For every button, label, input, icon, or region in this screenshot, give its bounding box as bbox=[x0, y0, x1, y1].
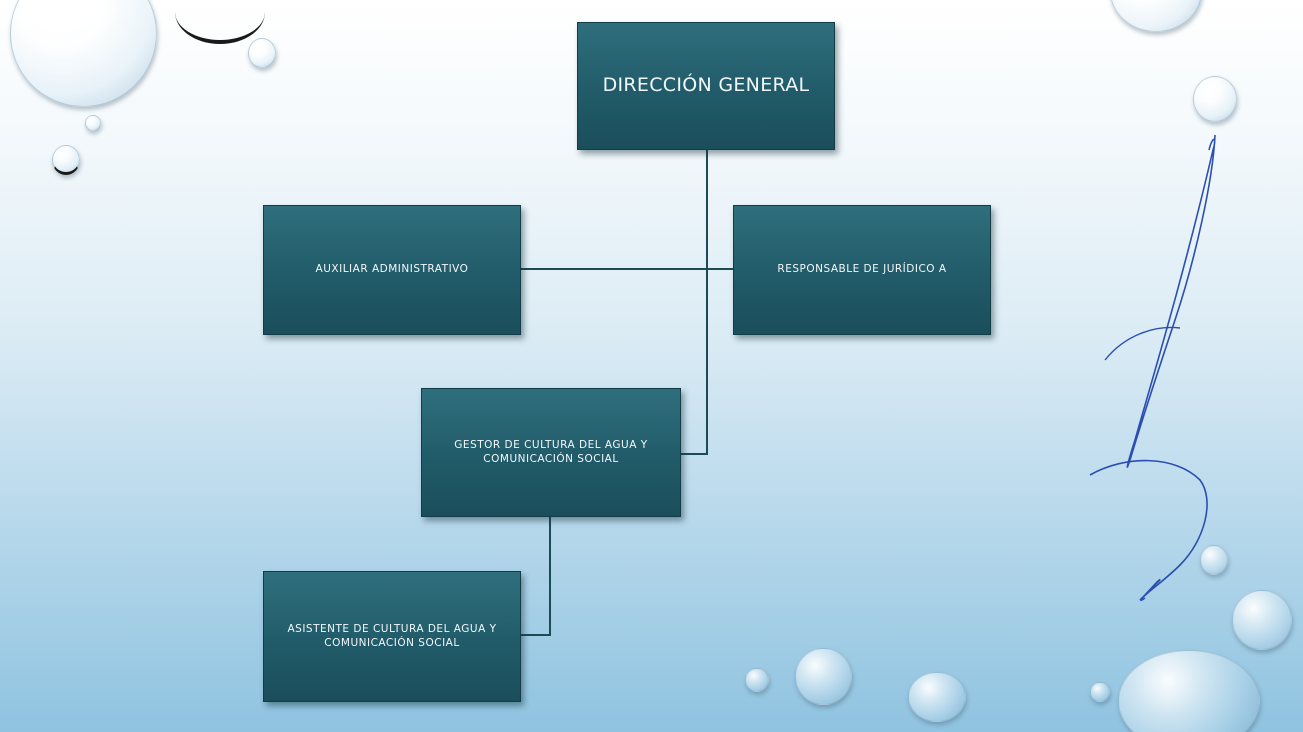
handwritten-signature-icon bbox=[1089, 134, 1216, 602]
water-drop-icon bbox=[1200, 545, 1228, 575]
water-drop-icon bbox=[1118, 650, 1260, 732]
water-drop-icon bbox=[1110, 0, 1202, 32]
water-drop-icon bbox=[745, 668, 769, 692]
org-box-label: RESPONSABLE DE JURÍDICO A bbox=[777, 263, 947, 276]
org-box-asistente-cultura-agua: ASISTENTE DE CULTURA DEL AGUA Y COMUNICA… bbox=[263, 571, 521, 702]
org-box-label: AUXILIAR ADMINISTRATIVO bbox=[315, 263, 469, 276]
connector-admin-legal bbox=[520, 268, 734, 270]
water-drop-icon bbox=[248, 38, 276, 68]
water-drop-icon bbox=[175, 0, 265, 44]
connector-gestor-hook bbox=[680, 453, 708, 455]
water-drop-icon bbox=[1090, 682, 1110, 702]
connector-assistant-hook bbox=[520, 634, 551, 636]
org-box-auxiliar-administrativo: AUXILIAR ADMINISTRATIVO bbox=[263, 205, 521, 335]
org-box-label: ASISTENTE DE CULTURA DEL AGUA Y COMUNICA… bbox=[287, 623, 497, 649]
water-drop-icon bbox=[85, 115, 101, 131]
org-box-direccion-general: DIRECCIÓN GENERAL bbox=[577, 22, 835, 150]
water-drop-icon bbox=[1232, 590, 1292, 650]
water-drop-icon bbox=[52, 145, 80, 175]
org-box-gestor-cultura-agua: GESTOR DE CULTURA DEL AGUA Y COMUNICACIÓ… bbox=[421, 388, 681, 517]
water-drop-icon bbox=[10, 0, 157, 107]
water-drop-icon bbox=[795, 648, 852, 705]
water-drop-icon bbox=[1193, 76, 1237, 122]
connector-director-vertical bbox=[706, 150, 708, 455]
org-box-label: GESTOR DE CULTURA DEL AGUA Y COMUNICACIÓ… bbox=[454, 439, 648, 465]
org-box-responsable-juridico: RESPONSABLE DE JURÍDICO A bbox=[733, 205, 991, 335]
water-drop-icon bbox=[908, 672, 966, 722]
connector-gestor-vertical bbox=[549, 516, 551, 636]
org-box-label: DIRECCIÓN GENERAL bbox=[602, 74, 810, 97]
